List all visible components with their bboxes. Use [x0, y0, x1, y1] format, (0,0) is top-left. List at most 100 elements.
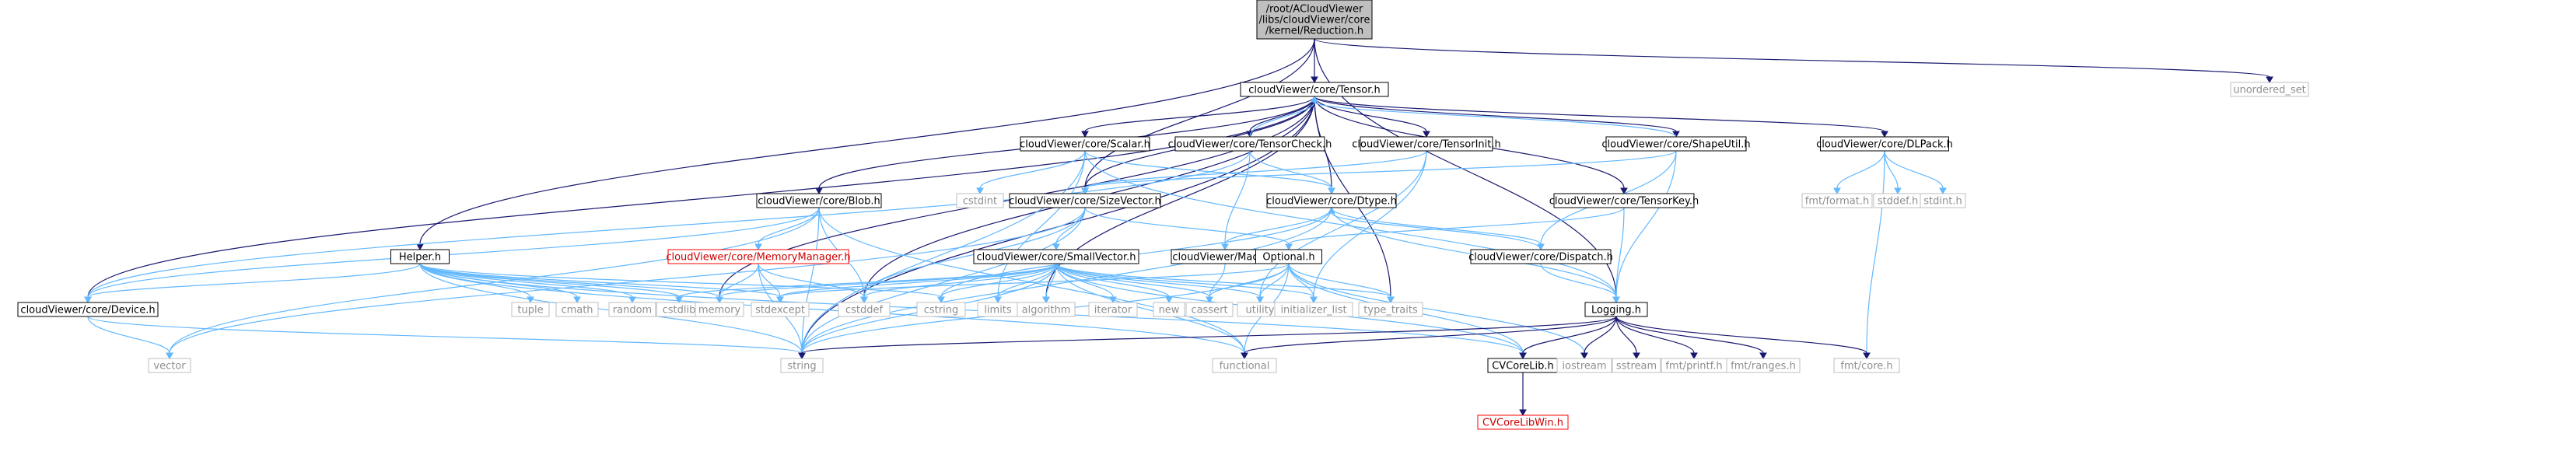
- node-box: [916, 302, 966, 317]
- edge-arrowhead: [1633, 352, 1640, 360]
- edge-logging-to-sstream: [1615, 316, 1637, 354]
- edge-arrowhead: [1109, 296, 1117, 304]
- node-tensorkey[interactable]: cloudViewer/core/TensorKey.h: [1549, 193, 1699, 208]
- node-logging[interactable]: Logging.h: [1584, 302, 1648, 317]
- edge-arrowhead: [1939, 187, 1947, 195]
- node-shapeutil[interactable]: cloudViewer/core/ShapeUtil.h: [1601, 136, 1751, 152]
- edge-tensorinit-to-sizevector: [1084, 150, 1427, 189]
- edge-arrowhead: [1881, 131, 1888, 138]
- node-label: /root/ACloudViewer: [1266, 4, 1363, 16]
- edge-tensor-to-dlpack: [1314, 96, 1885, 132]
- edge-arrowhead: [1328, 206, 1335, 214]
- edge-logging-to-fmt_printf: [1615, 316, 1695, 354]
- edge-arrowhead: [1165, 296, 1173, 304]
- node-dispatch[interactable]: cloudViewer/core/Dispatch.h: [1468, 249, 1613, 264]
- edge-arrowhead: [798, 352, 806, 360]
- node-label: cloudViewer/core/TensorCheck.h: [1168, 139, 1332, 151]
- edge-helper-to-cvcorelib: [419, 263, 1524, 354]
- node-box: [1020, 136, 1150, 152]
- edge-arrowhead: [976, 187, 984, 195]
- node-label: cloudViewer/core/SizeVector.h: [1009, 196, 1161, 208]
- node-stdexcept: stdexcept: [751, 302, 810, 317]
- edge-smallvector-to-utility: [1055, 263, 1261, 298]
- edge-dispatch-to-logging: [1540, 263, 1617, 298]
- node-label: cloudViewer/core/Tensor.h: [1248, 85, 1381, 96]
- node-blob[interactable]: cloudViewer/core/Blob.h: [756, 193, 882, 208]
- node-label: cloudViewer/core/Scalar.h: [1020, 139, 1150, 151]
- edge-tensor-to-device: [87, 96, 1315, 298]
- node-box: [1726, 358, 1801, 373]
- node-label: /kernel/Reduction.h: [1265, 26, 1363, 37]
- node-smallvector[interactable]: cloudViewer/core/SmallVector.h: [973, 249, 1139, 264]
- edge-arrowhead: [860, 296, 868, 304]
- node-box: [1470, 249, 1612, 264]
- edge-tensor-to-shapeutil: [1314, 96, 1677, 132]
- edge-helper-to-memory: [419, 263, 720, 298]
- edge-shapeutil-to-logging: [1615, 150, 1677, 298]
- node-box: [1185, 302, 1234, 317]
- node-utility: utility: [1237, 302, 1283, 317]
- edge-tensorcheck-to-tensor: [1249, 101, 1315, 138]
- node-memory: memory: [695, 302, 744, 317]
- node-label: tuple: [517, 305, 543, 316]
- node-label: fmt/ranges.h: [1731, 361, 1796, 372]
- node-cstdlib: cstdlib: [656, 302, 702, 317]
- node-cvcorelibwin[interactable]: CVCoreLibWin.h: [1477, 414, 1569, 430]
- node-box: [555, 302, 599, 317]
- node-fmt-ranges: fmt/ranges.h: [1726, 358, 1801, 373]
- node-label: iterator: [1094, 305, 1132, 316]
- node-sizevector[interactable]: cloudViewer/core/SizeVector.h: [1009, 193, 1161, 208]
- edge-optional-to-utility: [1259, 263, 1290, 298]
- node-label: functional: [1220, 361, 1270, 372]
- node-memorymanager[interactable]: cloudViewer/core/MemoryManager.h: [666, 249, 851, 264]
- node-tuple: tuple: [511, 302, 550, 317]
- node-label: stdint.h: [1923, 196, 1962, 208]
- node-limits: limits: [977, 302, 1019, 317]
- node-label: algorithm: [1022, 305, 1071, 316]
- node-label: cstdlib: [663, 305, 696, 316]
- edge-arrowhead: [1387, 296, 1395, 304]
- node-reduction[interactable]: /root/ACloudViewer/libs/cloudViewer/core…: [1256, 0, 1373, 40]
- node-tensor[interactable]: cloudViewer/core/Tensor.h: [1240, 82, 1389, 97]
- edge-tensorkey-to-optional: [1288, 207, 1625, 245]
- node-optional[interactable]: Optional.h: [1255, 249, 1322, 264]
- node-dlpack[interactable]: cloudViewer/core/DLPack.h: [1816, 136, 1953, 152]
- node-label: cstring: [924, 305, 958, 316]
- edge-reduction-to-sizevector: [1084, 38, 1315, 189]
- edge-arrowhead: [1042, 296, 1050, 304]
- edge-arrowhead: [1833, 187, 1841, 195]
- edge-smallvector-to-initializer_list: [1055, 263, 1314, 298]
- node-macro[interactable]: cloudViewer/Macro.h: [1171, 249, 1279, 264]
- node-tensorinit[interactable]: cloudViewer/core/TensorInit.h: [1352, 136, 1501, 152]
- node-box: [1255, 249, 1322, 264]
- edge-arrowhead: [754, 243, 762, 251]
- node-tensorcheck[interactable]: cloudViewer/core/TensorCheck.h: [1168, 136, 1332, 152]
- node-unordered-set: unordered_set: [2230, 82, 2309, 97]
- edge-arrowhead: [1519, 409, 1527, 417]
- edge-dlpack-to-stdint: [1884, 150, 1944, 189]
- edge-arrowhead: [1612, 296, 1620, 304]
- node-dtype[interactable]: cloudViewer/core/Dtype.h: [1266, 193, 1397, 208]
- node-label: cstdint: [963, 196, 997, 208]
- node-helper[interactable]: Helper.h: [390, 249, 450, 264]
- node-cmath: cmath: [555, 302, 599, 317]
- edge-arrowhead: [1206, 296, 1213, 304]
- node-box: [1833, 358, 1900, 373]
- edge-dlpack-to-fmt_format: [1836, 150, 1885, 189]
- node-box: [2230, 82, 2309, 97]
- node-label: cloudViewer/core/DLPack.h: [1816, 139, 1953, 151]
- graph-nodes: /root/ACloudViewer/libs/cloudViewer/core…: [17, 0, 2309, 430]
- node-cvcorelib[interactable]: CVCoreLib.h: [1487, 358, 1559, 373]
- node-box: [148, 358, 191, 373]
- node-box: [1153, 302, 1185, 317]
- graph-edges: [84, 38, 2273, 417]
- edge-arrowhead: [166, 352, 173, 360]
- node-random: random: [608, 302, 656, 317]
- node-scalar[interactable]: cloudViewer/core/Scalar.h: [1020, 136, 1150, 152]
- edge-tensor-to-scalar: [1084, 96, 1315, 132]
- node-box: [608, 302, 656, 317]
- node-label: cstddef: [845, 305, 884, 316]
- node-label: random: [613, 305, 652, 316]
- edge-logging-to-fmt_core: [1615, 316, 1867, 354]
- node-device[interactable]: cloudViewer/core/Device.h: [17, 302, 159, 317]
